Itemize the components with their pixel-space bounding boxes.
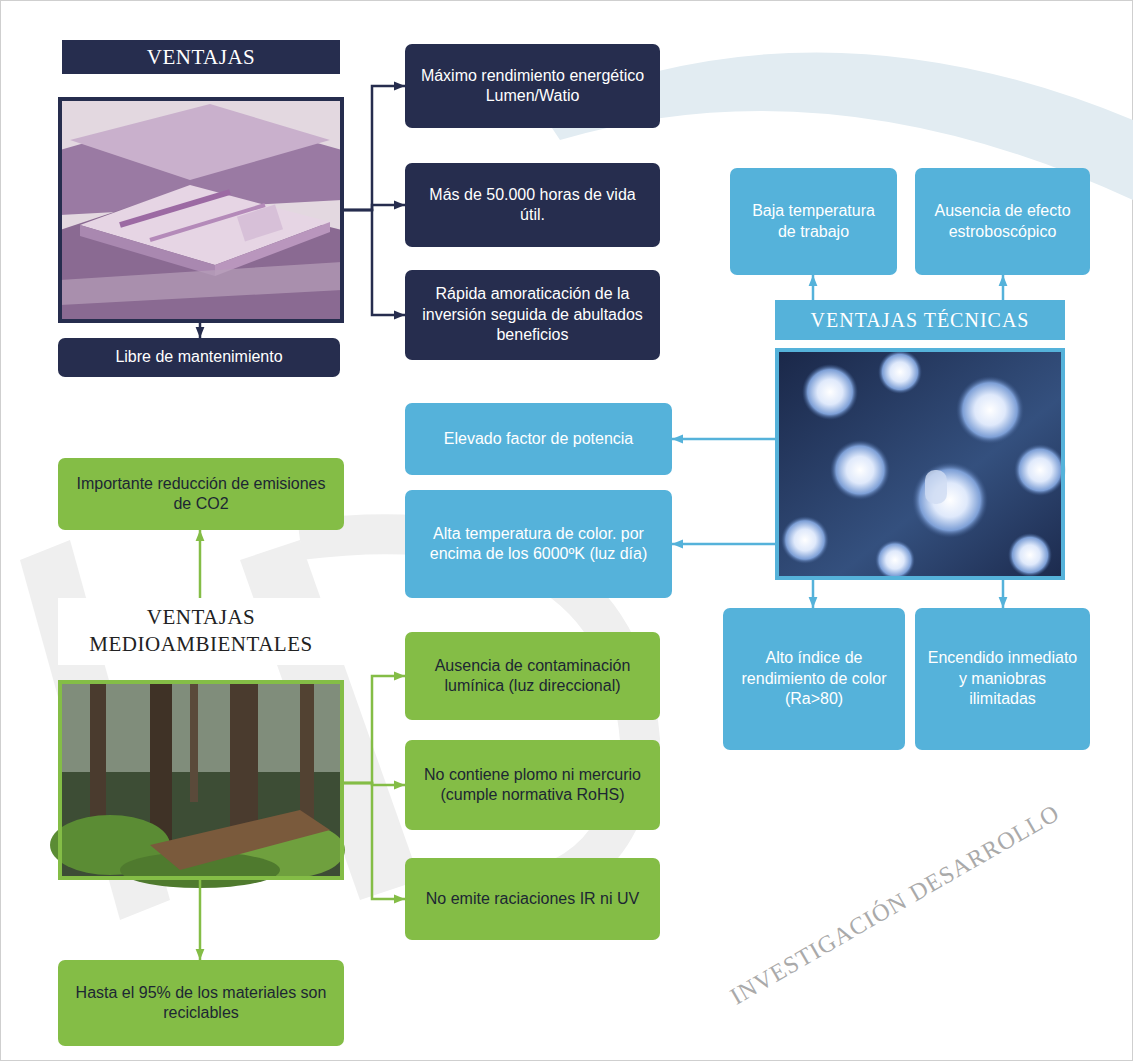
connector-arrow [344, 210, 405, 315]
node-text: Baja temperatura de trabajo [742, 201, 885, 242]
connector-arrow [672, 543, 775, 546]
connector-arrow [199, 323, 202, 338]
environment-box: Ausencia de contaminación lumínica (luz … [405, 632, 660, 720]
technical-box: Ausencia de efecto estroboscópico [915, 168, 1090, 275]
photo-frame [60, 99, 342, 321]
node-text: Ausencia de efecto estroboscópico [927, 201, 1078, 242]
technical-box: Elevado factor de potencia [405, 403, 672, 475]
watermark-text: INVESTIGACIÓN DESARROLLO [726, 799, 1065, 1010]
node-text: No contiene plomo ni mercurio (cumple no… [417, 765, 648, 806]
led-light [802, 364, 858, 420]
technical-box: Alta temperatura de color. por encima de… [405, 490, 672, 598]
photo-frame [60, 682, 342, 878]
connector-arrow [344, 783, 405, 899]
led-bulb [925, 470, 947, 504]
environment-box: Importante reducción de emisiones de CO2 [58, 458, 344, 530]
led-light [956, 376, 1024, 444]
connector-arrow [812, 580, 815, 608]
advantage-box: Máximo rendimiento energético Lumen/Wati… [405, 44, 660, 128]
node-text: Alta temperatura de color. por encima de… [417, 524, 660, 565]
node-text: Elevado factor de potencia [444, 429, 633, 449]
tree-trunk [90, 682, 106, 832]
connector-arrow [812, 275, 815, 300]
led-light [830, 440, 890, 500]
tree-trunk [230, 682, 258, 842]
heading-panel: VENTAJAS TÉCNICAS [775, 300, 1065, 580]
tree-trunk [190, 682, 198, 802]
money-photo [60, 99, 342, 321]
connector-arrow [199, 880, 202, 960]
banknote-stack [60, 262, 342, 305]
node-text: Importante reducción de emisiones de CO2 [70, 474, 332, 515]
led-light [878, 350, 922, 394]
photo-frame [777, 350, 1063, 578]
node-text: VENTAJAS TÉCNICAS [775, 300, 1065, 340]
tree-trunk [300, 682, 314, 822]
fallen-log [150, 810, 330, 870]
led-light [1008, 533, 1052, 577]
connector-arrow [1002, 580, 1005, 608]
node-text: Hasta el 95% de los materiales son recic… [70, 983, 332, 1024]
led-light [1014, 444, 1066, 496]
node-text: VENTAJAS [62, 40, 340, 74]
node-text: Alto índice de rendimiento de color (Ra>… [735, 648, 893, 709]
banknote-hologram [237, 204, 283, 241]
node-text: VENTAJAS MEDIOAMBIENTALES [58, 598, 344, 665]
heading-panel: VENTAJAS [58, 38, 344, 323]
connector-arrow [1002, 275, 1005, 300]
advantage-box: Rápida amoraticación de la inversión seg… [405, 270, 660, 360]
technical-box: Encendido inmediato y maniobras ilimitad… [915, 608, 1090, 750]
heading-panel: VENTAJAS MEDIOAMBIENTALES [58, 598, 344, 880]
environment-box: Hasta el 95% de los materiales son recic… [58, 960, 344, 1046]
node-text: Ausencia de contaminación lumínica (luz … [417, 656, 648, 697]
photo-ground [60, 99, 342, 321]
banknote-edge [80, 225, 215, 276]
led-light [875, 540, 915, 580]
banknote [70, 104, 330, 180]
forest-photo [50, 682, 345, 888]
led-light [781, 516, 829, 564]
led-photo [777, 350, 1066, 580]
node-text: Encendido inmediato y maniobras ilimitad… [927, 648, 1078, 709]
environment-box: No contiene plomo ni mercurio (cumple no… [405, 740, 660, 830]
connector-arrow [199, 530, 202, 598]
node-text: No emite raciaciones IR ni UV [426, 889, 639, 909]
advantage-box: Más de 50.000 horas de vida útil. [405, 163, 660, 247]
connector-arrow [344, 676, 405, 783]
node-text: Máximo rendimiento energético Lumen/Wati… [417, 66, 648, 107]
node-text: Rápida amoraticación de la inversión seg… [417, 284, 648, 345]
connector-arrow [344, 86, 405, 210]
led-light [912, 462, 988, 538]
advantage-box: Libre de mantenimiento [58, 338, 340, 377]
technical-box: Baja temperatura de trabajo [730, 168, 897, 275]
connector-arrow [672, 438, 775, 441]
node-text: Libre de mantenimiento [115, 347, 282, 367]
node-text: Más de 50.000 horas de vida útil. [417, 185, 648, 226]
environment-box: No emite raciaciones IR ni UV [405, 858, 660, 940]
technical-box: Alto índice de rendimiento de color (Ra>… [723, 608, 905, 750]
banknote [80, 185, 330, 265]
